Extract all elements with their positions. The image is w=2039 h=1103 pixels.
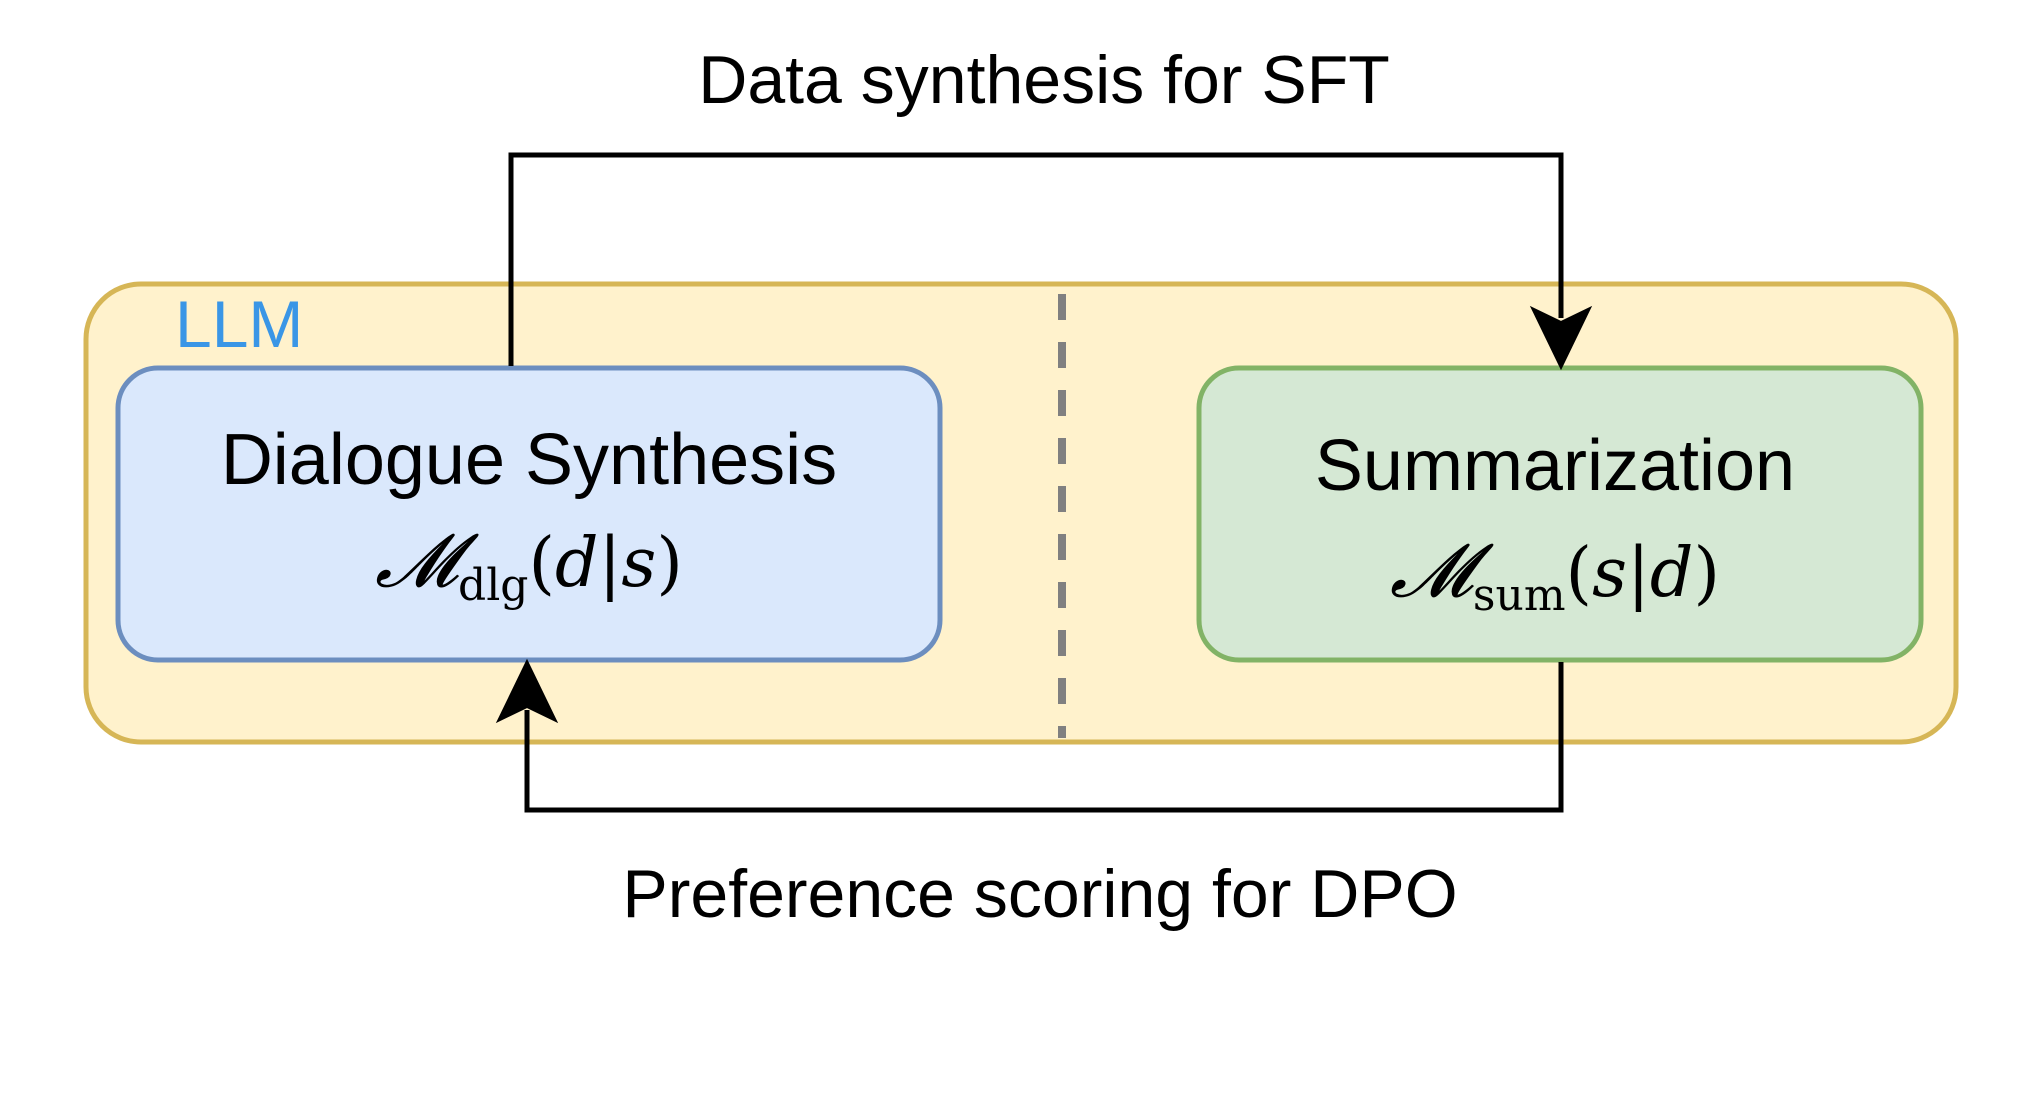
summarization-formula-var-d: d [1650,534,1694,613]
dialogue-formula-bar: | [599,524,622,603]
summarization-formula-var-s: s [1592,534,1627,613]
summarization-formula-subscript: sum [1473,570,1566,621]
dpo-arrow-head [495,658,559,724]
dialogue-formula-var-s: s [621,524,656,603]
llm-label: LLM [175,287,303,361]
dpo-arrow-label: Preference scoring for DPO [622,856,1457,932]
dialogue-synthesis-formula: 𝓜dlg(d|s) [375,518,683,611]
dialogue-formula-open-paren: ( [528,524,555,603]
dpo-arrow-line [524,662,1564,813]
summarization-formula: 𝓜sum(s|d) [1390,528,1720,621]
dialogue-synthesis-title: Dialogue Synthesis [221,420,837,500]
sft-arrow-line [508,152,1564,366]
sft-arrow-head [1529,305,1593,371]
dialogue-formula-subscript: dlg [458,560,528,611]
summarization-formula-open-paren: ( [1566,534,1593,613]
summarization-title: Summarization [1315,426,1795,506]
dialogue-formula-var-d: d [555,524,599,603]
summarization-formula-bar: | [1627,534,1650,613]
sft-arrow-label: Data synthesis for SFT [698,42,1390,118]
dialogue-formula-close-paren: ) [656,524,683,603]
dialogue-synthesis-box [115,365,943,663]
summarization-formula-close-paren: ) [1693,534,1720,613]
